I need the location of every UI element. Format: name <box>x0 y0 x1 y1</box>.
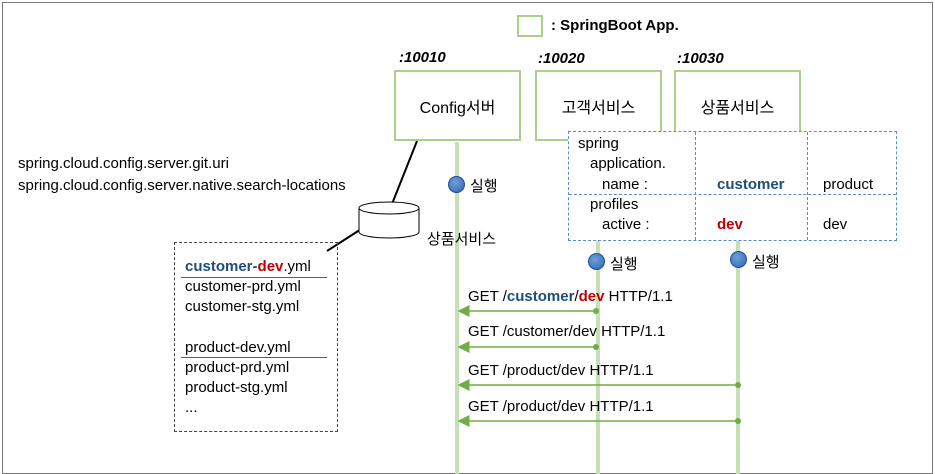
customer-service-port: :10020 <box>538 50 585 67</box>
props-divider-1 <box>695 132 696 240</box>
props-divider-2 <box>807 132 808 240</box>
prop-name-key: name : <box>602 176 648 193</box>
customer-run-label: 실행 <box>610 256 638 273</box>
file-customer-prd: customer-prd.yml <box>185 278 301 295</box>
file-ellipsis: ... <box>185 399 198 416</box>
request-1-prefix: GET / <box>468 288 507 305</box>
config-run-dot-icon <box>448 176 465 193</box>
request-label-1: GET /customer/dev HTTP/1.1 <box>468 288 673 305</box>
db-label: 상품서비스 <box>427 231 497 248</box>
product-service-label: 상품서비스 <box>700 99 775 117</box>
config-server-box: Config서버 <box>394 70 521 141</box>
file-customer-dev-part3: .yml <box>283 258 311 275</box>
file-customer-dev-part1: customer- <box>185 258 258 275</box>
properties-table: spring application. name : customer prod… <box>568 131 897 241</box>
prop-active-key: active : <box>602 216 650 233</box>
prop-application: application. <box>590 155 666 172</box>
file-product-dev: product-dev.yml <box>185 339 291 356</box>
request-1-dev: dev <box>578 288 605 305</box>
request-label-4: GET /product/dev HTTP/1.1 <box>468 398 654 415</box>
product-service-port: :10030 <box>677 50 724 67</box>
config-run-label: 실행 <box>470 178 498 195</box>
database-cylinder-icon <box>358 201 420 239</box>
file-group-1-underline <box>181 277 327 278</box>
config-server-port: :10010 <box>399 49 446 66</box>
customer-run-dot-icon <box>588 253 605 270</box>
config-files-box: customer-dev.yml customer-prd.yml custom… <box>174 242 338 432</box>
product-service-lifeline <box>736 142 740 474</box>
prop-active-product: dev <box>823 216 848 233</box>
git-uri-property: spring.cloud.config.server.git.uri <box>18 155 229 172</box>
file-product-stg: product-stg.yml <box>185 379 288 396</box>
file-customer-dev-part2: dev <box>257 258 284 275</box>
prop-active-customer: dev <box>717 216 743 233</box>
legend-label: : SpringBoot App. <box>551 17 679 34</box>
config-to-db-line <box>391 140 418 205</box>
props-row-divider <box>569 194 896 195</box>
file-product-prd: product-prd.yml <box>185 359 290 376</box>
product-run-label: 실행 <box>752 254 780 271</box>
prop-spring: spring <box>578 135 619 152</box>
prop-profiles: profiles <box>590 196 639 213</box>
file-group-2-underline <box>181 357 327 358</box>
file-customer-stg: customer-stg.yml <box>185 298 300 315</box>
customer-service-label: 고객서비스 <box>561 99 636 117</box>
request-label-3: GET /product/dev HTTP/1.1 <box>468 362 654 379</box>
product-run-dot-icon <box>730 251 747 268</box>
config-server-label: Config서버 <box>419 99 496 117</box>
request-1-customer: customer <box>506 288 575 305</box>
legend-swatch <box>517 15 543 37</box>
config-server-lifeline <box>455 142 459 474</box>
request-1-sep: / <box>574 288 579 305</box>
customer-service-lifeline <box>596 142 600 474</box>
prop-name-customer: customer <box>717 176 785 193</box>
request-1-suffix: HTTP/1.1 <box>604 288 673 305</box>
file-customer-dev: customer-dev.yml <box>185 258 311 275</box>
request-label-2: GET /customer/dev HTTP/1.1 <box>468 323 666 340</box>
prop-name-product: product <box>823 176 874 193</box>
native-search-locations-property: spring.cloud.config.server.native.search… <box>18 177 346 194</box>
